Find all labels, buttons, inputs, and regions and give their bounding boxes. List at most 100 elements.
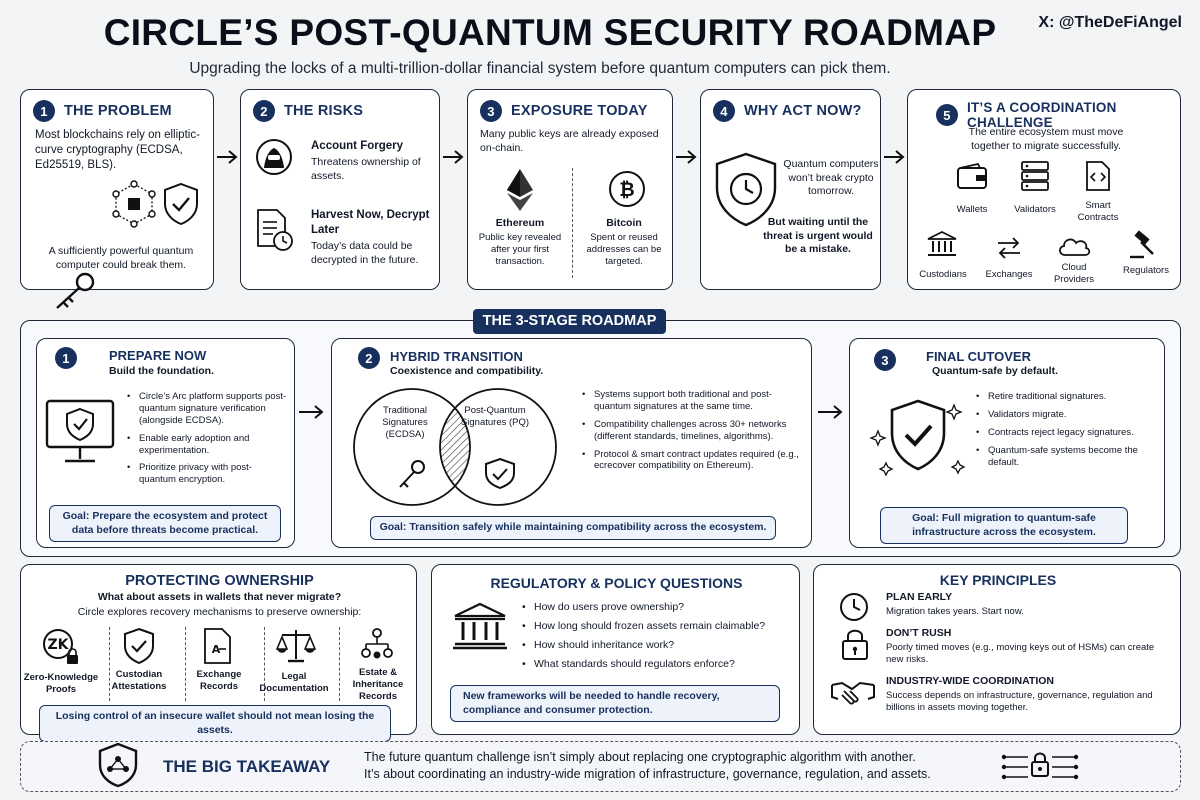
principles-card: KEY PRINCIPLES PLAN EARLY Migration take… [813,564,1181,735]
shield-check-icon [124,627,154,665]
bank-icon [927,230,957,256]
stage3-goal: Goal: Full migration to quantum-safe inf… [880,507,1128,545]
why-text2: But waiting until the threat is urgent w… [763,216,873,256]
circuit-lock-icon [1001,752,1079,780]
coordination-card: 5 IT’S A COORDINATION CHALLENGE The enti… [907,89,1181,290]
coord-item: Regulators [1123,265,1169,276]
ethereum-icon [507,169,533,211]
family-tree-icon [361,628,393,659]
risk1-title: Account Forgery [311,140,404,152]
coord-item: Smart Contracts [1077,200,1119,223]
scales-icon [276,630,316,663]
step-number: 5 [936,104,958,126]
why-title: WHY ACT NOW? [744,103,862,119]
exchange-arrows-icon [998,237,1020,259]
roadmap-banner: THE 3-STAGE ROADMAP [473,309,666,334]
stage1-bullet: Enable early adoption and experimentatio… [127,433,287,457]
stage1-bullet: Circle’s Arc platform supports post-quan… [127,391,287,427]
bank-icon [453,602,507,650]
exposure-card: 3 EXPOSURE TODAY Many public keys are al… [467,89,673,290]
shield-clock-icon [715,152,777,227]
svg-text:₿: ₿ [619,179,634,201]
svg-text:A: A [212,643,221,656]
stage1-goal: Goal: Prepare the ecosystem and protect … [49,505,281,543]
exposure-text: Many public keys are already exposed on-… [480,128,659,154]
ownership-item: Legal Documentation [259,671,329,694]
regulatory-bullet: How do users prove ownership? [522,601,792,614]
principle2-text: Poorly timed moves (e.g., moving keys ou… [886,642,1155,665]
regulatory-title: REGULATORY & POLICY QUESTIONS [490,575,743,591]
ownership-divider [109,627,110,701]
risks-title: THE RISKS [284,103,364,119]
bitcoin-icon: ₿ [609,171,645,207]
risk1-text: Threatens ownership of assets. [311,156,421,182]
problem-text: Most blockchains rely on elliptic-curve … [35,129,200,172]
coord-item: Custodians [919,269,967,280]
risk2-text: Today’s data could be decrypted in the f… [311,240,419,266]
ownership-item: Zero-Knowledge Proofs [23,672,99,695]
stage2-bullet: Compatibility challenges across 30+ netw… [582,419,804,443]
network-cube-icon [112,180,156,228]
zero-knowledge-icon: ZK [43,629,78,664]
problem-bottom: A sufficiently powerful quantum computer… [48,245,194,271]
stage3-title: FINAL CUTOVER [926,349,1031,364]
stage2-title: HYBRID TRANSITION [390,349,523,364]
wallet-icon [957,162,987,189]
monitor-shield-icon [45,399,115,463]
regulatory-card: REGULATORY & POLICY QUESTIONS How do use… [431,564,800,735]
regulatory-bullet: What standards should regulators enforce… [522,658,792,671]
takeaway-box [20,741,1181,792]
risks-card: 2 THE RISKS Account Forgery Threatens ow… [240,89,440,290]
exposure-divider [572,168,573,278]
stage1-card: 1 PREPARE NOW Build the foundation. Circ… [36,338,295,548]
step-number: 4 [713,100,735,122]
gavel-icon [1130,230,1154,259]
coord-item: Wallets [956,204,988,215]
shield-check-sparkle-icon [869,399,966,477]
ownership-question: What about assets in wallets that never … [97,591,342,603]
principle1-text: Migration takes years. Start now. [886,606,1024,617]
bitcoin-text: Spent or reused addresses can be targete… [586,232,662,267]
stage1-title: PREPARE NOW [109,348,207,363]
stage3-bullet: Contracts reject legacy signatures. [976,427,1158,439]
takeaway-line1: The future quantum challenge isn’t simpl… [364,750,916,764]
arrow-icon [443,150,464,164]
stage3-sub: Quantum-safe by default. [932,365,1059,377]
shield-check-icon [164,182,198,226]
ownership-goal: Losing control of an insecure wallet sho… [39,705,391,743]
svg-text:ZK: ZK [48,637,70,653]
ownership-title: PROTECTING OWNERSHIP [125,573,314,589]
stage2-bullet: Systems support both traditional and pos… [582,389,804,413]
cloud-icon [1059,238,1091,256]
ownership-divider [339,627,340,701]
stage3-bullet: Validators migrate. [976,409,1158,421]
exchange-record-icon: A [204,628,231,664]
bitcoin-title: Bitcoin [606,217,642,229]
arrow-icon [299,405,324,419]
stage2-bullet: Protocol & smart contract updates requir… [582,449,804,473]
arrow-icon [676,150,697,164]
page-subtitle: Upgrading the locks of a multi-trillion-… [189,60,891,77]
venn-diagram [353,388,557,506]
step-number: 3 [480,100,502,122]
handle[interactable]: X: @TheDeFiAngel [1038,14,1182,31]
coord-item: Exchanges [985,269,1033,280]
why-card: 4 WHY ACT NOW? Quantum computers won’t b… [700,89,881,290]
stage3-bullet: Quantum-safe systems become the default. [976,445,1158,469]
stage1-sub: Build the foundation. [109,365,214,377]
step-number: 3 [874,349,896,371]
step-number: 1 [55,347,77,369]
page-title: CIRCLE’S POST-QUANTUM SECURITY ROADMAP [103,12,997,53]
principles-title: KEY PRINCIPLES [939,572,1057,588]
clock-icon [840,593,868,621]
regulatory-bullet: How long should frozen assets remain cla… [522,620,792,633]
lock-icon [842,629,868,660]
arrow-icon [884,150,905,164]
why-text1: Quantum computers won’t break crypto tom… [783,158,879,198]
stage1-bullet: Prioritize privacy with post-quantum enc… [127,462,287,486]
ownership-divider [264,627,265,701]
ownership-item: Custodian Attestations [111,669,167,692]
ownership-card: PROTECTING OWNERSHIP What about assets i… [20,564,417,743]
coordination-title: IT’S A COORDINATION CHALLENGE [967,100,1117,130]
stage3-bullet: Retire traditional signatures. [976,391,1158,403]
